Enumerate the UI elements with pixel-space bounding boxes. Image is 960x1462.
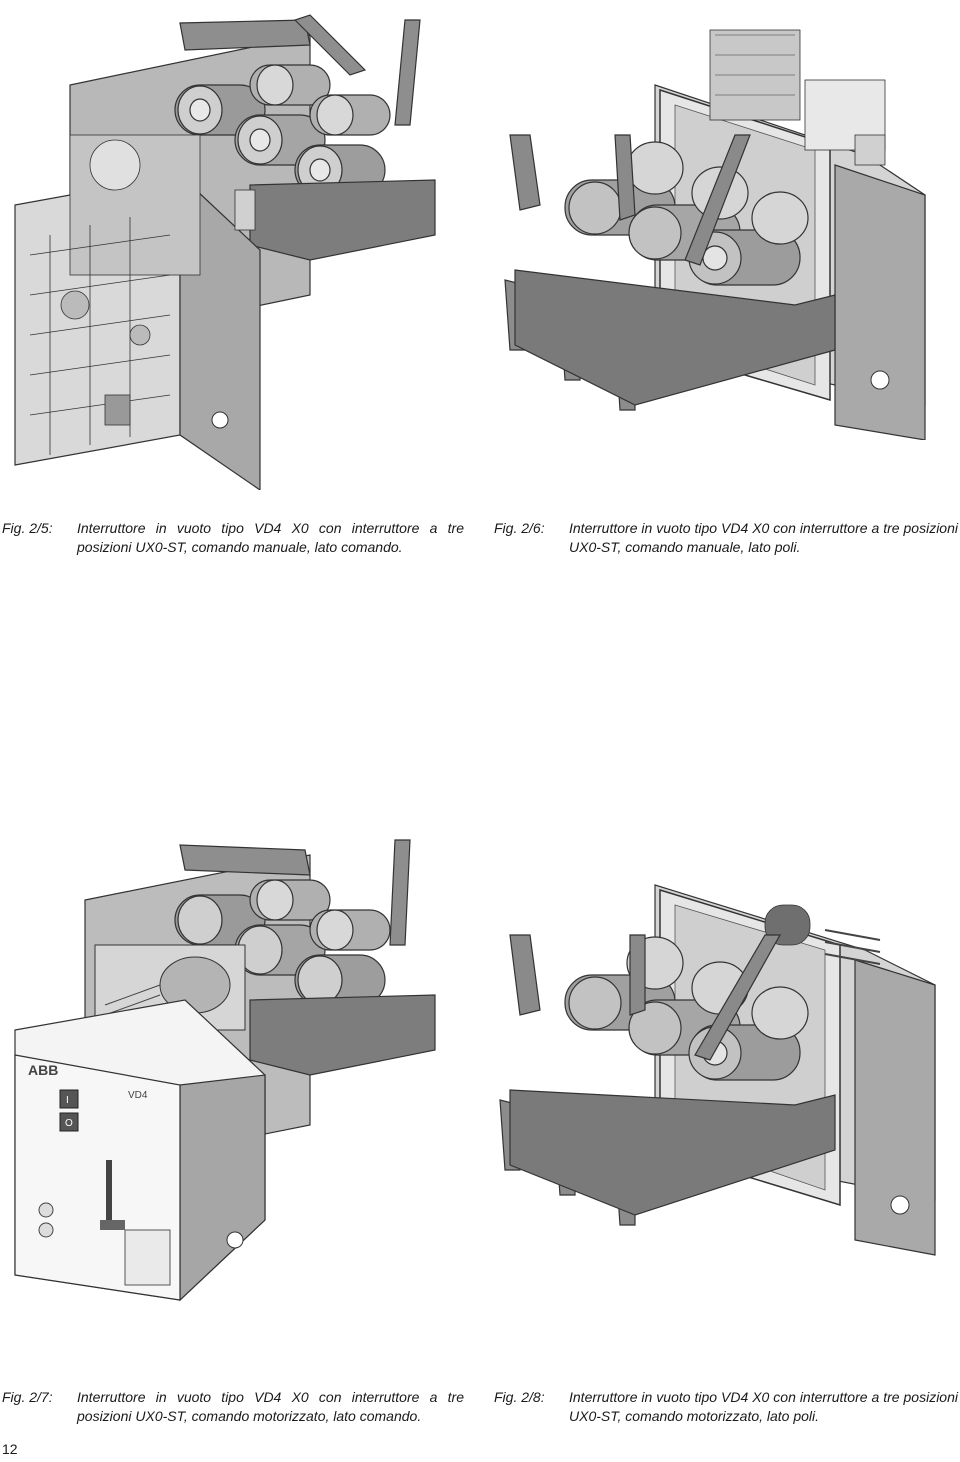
breaker-motor-poles-side-illustration [499, 884, 936, 1256]
figure-caption: Fig. 2/7: Interruttore in vuoto tipo VD4… [2, 1388, 464, 1428]
figure-caption-text: Interruttore in vuoto tipo VD4 X0 con in… [569, 1389, 958, 1424]
figure-number: Fig. 2/5: [2, 520, 53, 536]
figure-caption-text: Interruttore in vuoto tipo VD4 X0 con in… [77, 1389, 464, 1424]
breaker-manual-operating-side-illustration [14, 14, 436, 490]
figure-number: Fig. 2/6: [494, 520, 545, 536]
figure-2-7-drawing: ABB VD4 I O [10, 835, 445, 1305]
figure-number: Fig. 2/7: [2, 1389, 53, 1405]
breaker-manual-poles-side-illustration [504, 29, 926, 440]
figure-2-6-drawing [495, 5, 950, 440]
abb-logo: ABB [28, 1062, 58, 1078]
open-button-label: O [65, 1118, 73, 1129]
figure-caption-text: Interruttore in vuoto tipo VD4 X0 con in… [77, 520, 464, 555]
breaker-motor-operating-side-illustration: ABB VD4 I O [14, 839, 436, 1302]
figure-caption: Fig. 2/8: Interruttore in vuoto tipo VD4… [494, 1388, 958, 1428]
figure-2-5-drawing [10, 5, 445, 490]
figure-number: Fig. 2/8: [494, 1389, 545, 1405]
page-number: 12 [2, 1441, 18, 1457]
figure-2-8-drawing [495, 880, 950, 1260]
figure-caption: Fig. 2/5: Interruttore in vuoto tipo VD4… [2, 519, 464, 559]
figure-caption: Fig. 2/6: Interruttore in vuoto tipo VD4… [494, 519, 958, 559]
figure-caption-text: Interruttore in vuoto tipo VD4 X0 con in… [569, 520, 958, 555]
close-button-label: I [66, 1095, 69, 1106]
vd4-label: VD4 [128, 1090, 148, 1101]
